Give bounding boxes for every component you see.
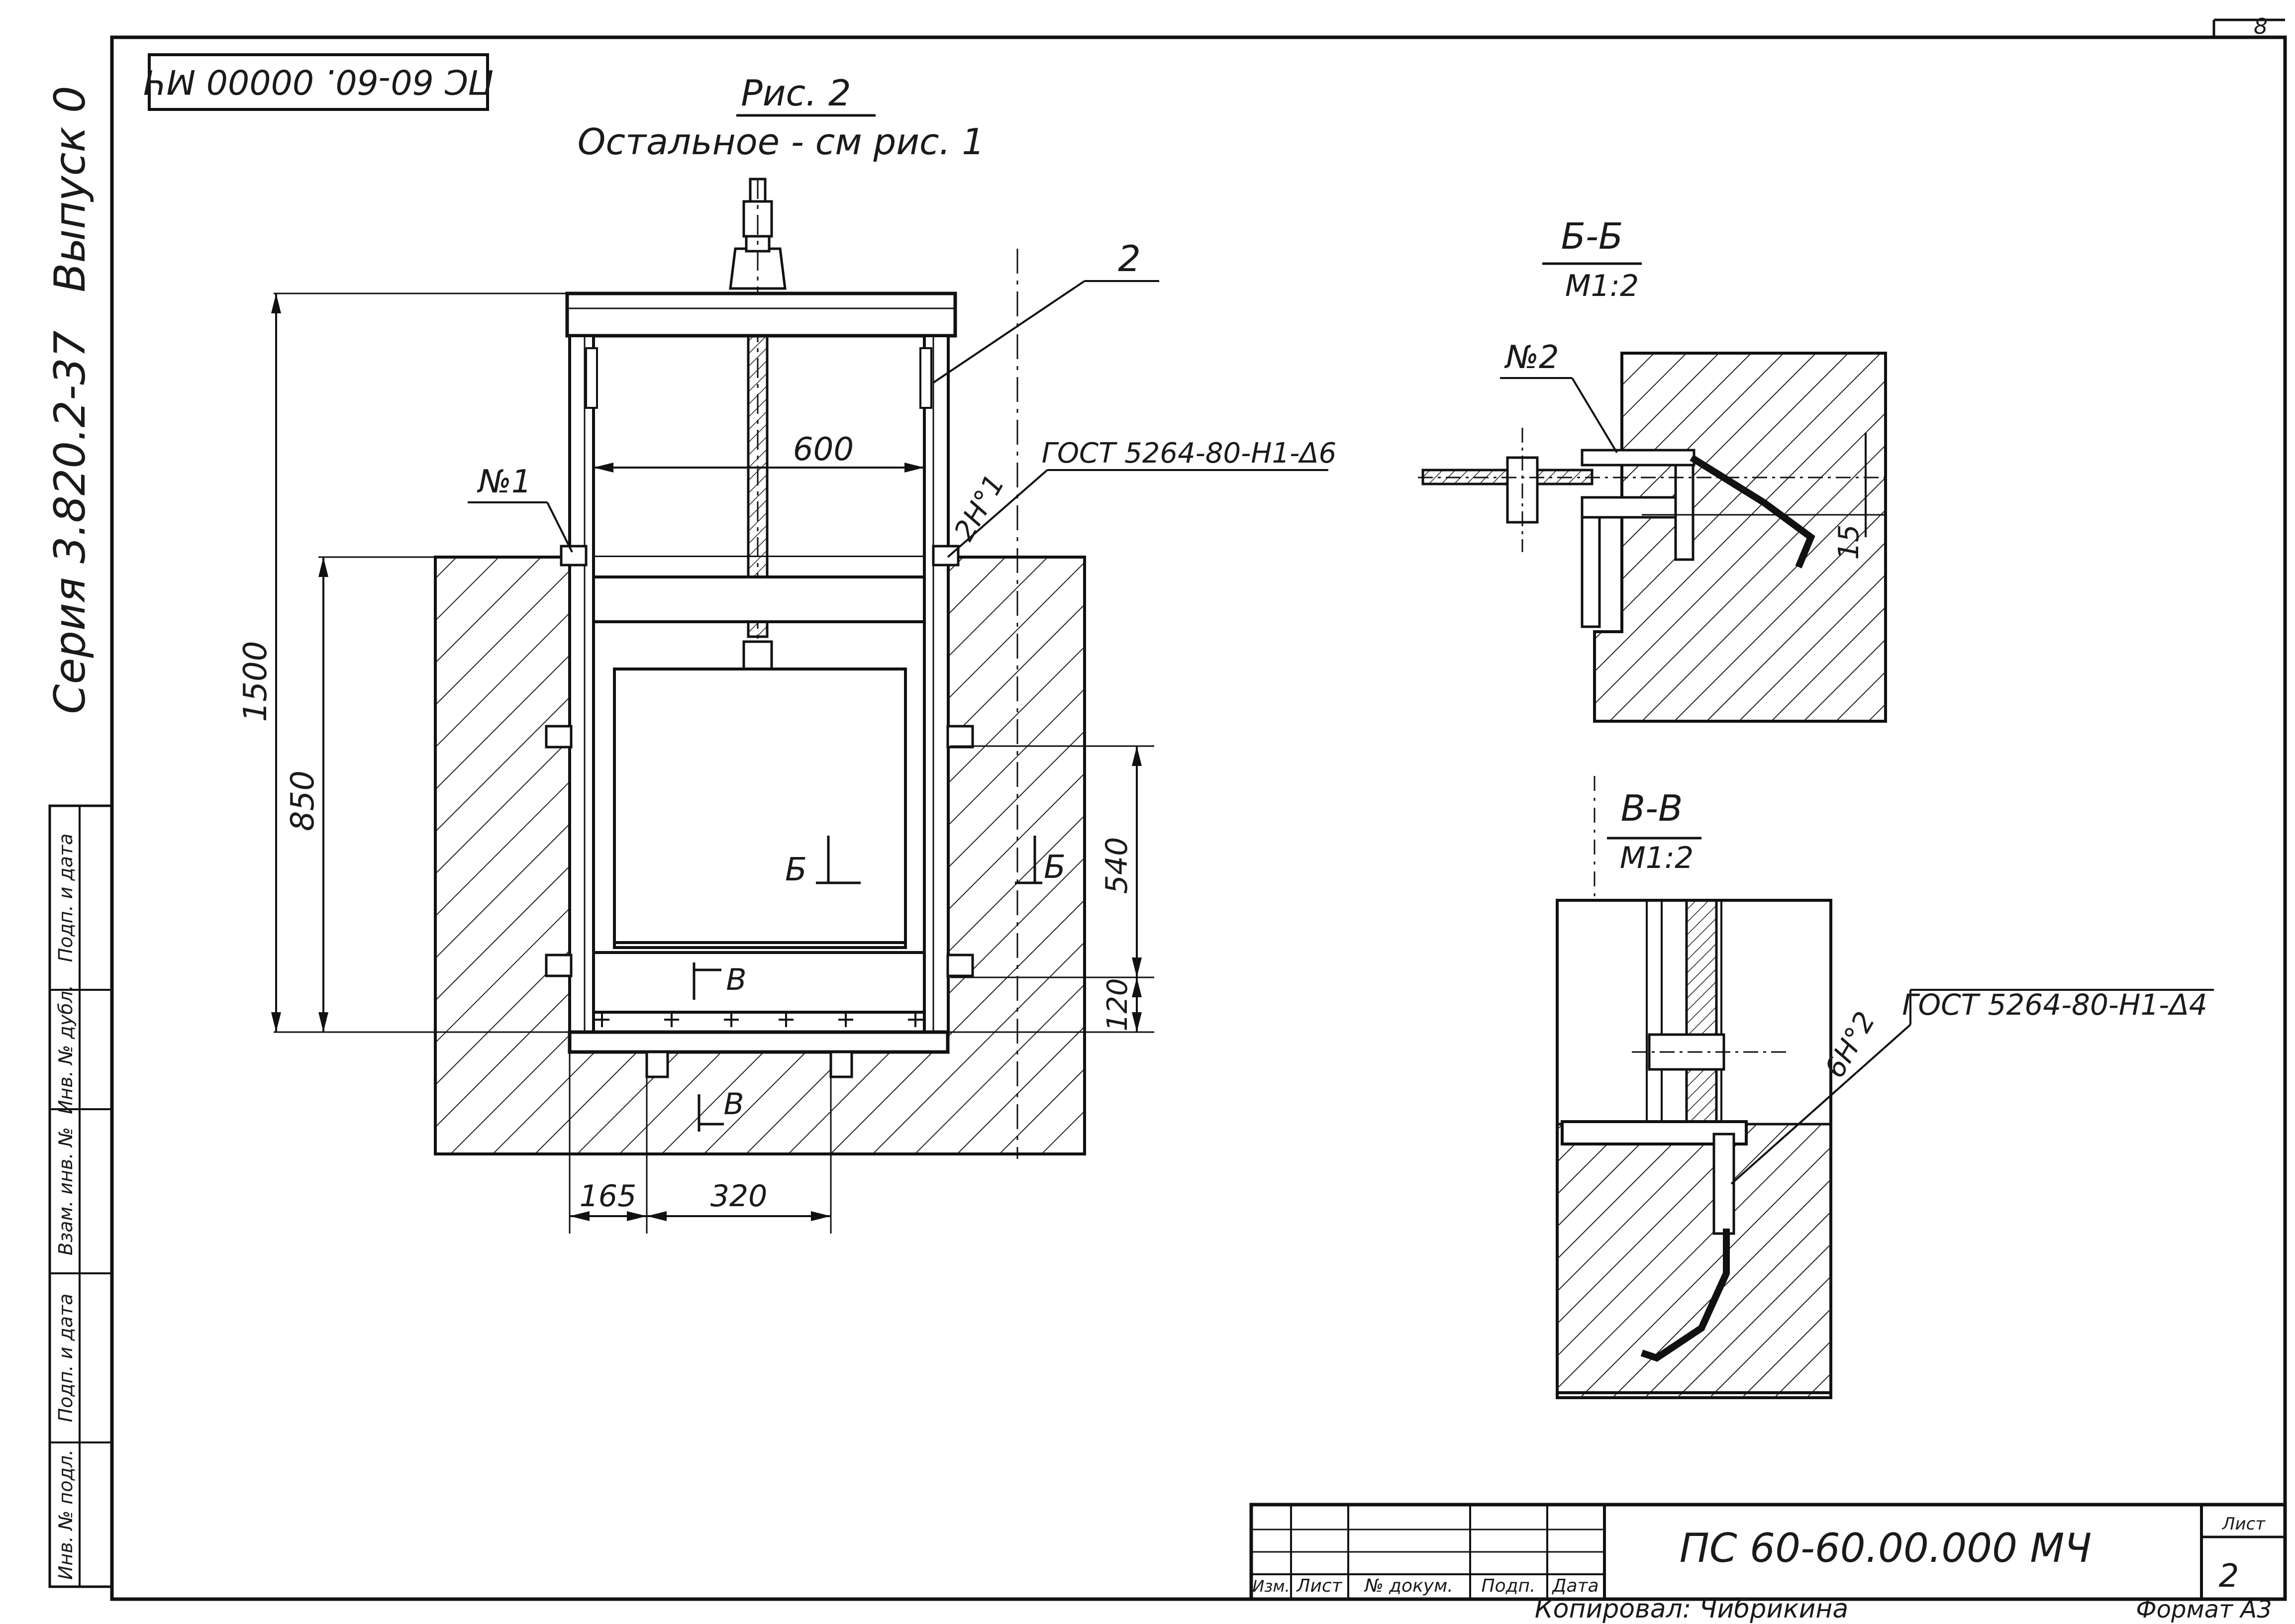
side-col-5: Подп. и дата bbox=[55, 834, 77, 962]
section-v-mark-top: В bbox=[726, 962, 746, 997]
tb-format: Формат А3 bbox=[2136, 1596, 2272, 1624]
side-col-1: Инв. № подл. bbox=[55, 1449, 77, 1580]
dim-1500: 1500 bbox=[237, 641, 274, 722]
tb-col-list: Лист bbox=[1296, 1576, 1342, 1596]
tb-col-izm: Изм. bbox=[1252, 1577, 1290, 1596]
section-v-mark-bottom: В bbox=[723, 1087, 744, 1122]
section-vv-title: В-В bbox=[1621, 787, 1683, 829]
weld-note-top: ГОСТ 5264-80-Н1-Δ6 bbox=[1042, 437, 1336, 470]
rotated-designation-box: ПС 60-60. 00000 МЧ bbox=[143, 53, 494, 111]
side-issue: Выпуск 0 bbox=[45, 86, 95, 292]
dim-600: 600 bbox=[793, 431, 854, 468]
dim-540: 540 bbox=[1099, 837, 1134, 894]
top-beam bbox=[565, 291, 957, 338]
dim-850: 850 bbox=[285, 770, 321, 831]
section-vv-weld-note: ГОСТ 5264-80-Н1-Δ4 bbox=[1902, 988, 2207, 1022]
corner-sheet-number: 8 bbox=[2254, 14, 2268, 39]
side-col-4: Инв. № дубл. bbox=[55, 985, 77, 1114]
label-2n1: 2Н°1 bbox=[948, 469, 1011, 546]
dim-15: 15 bbox=[1833, 524, 1865, 560]
section-vv-scale: М1:2 bbox=[1620, 841, 1694, 875]
figure-subtitle: Остальное - см рис. 1 bbox=[578, 121, 985, 163]
left-margin-strip: Выпуск 0 Серия 3.820.2-37 Инв. № подл. П… bbox=[45, 86, 113, 1588]
middle-beam bbox=[592, 575, 926, 623]
tb-designation: ПС 60-60.00.000 МЧ bbox=[1680, 1525, 2092, 1571]
title-block: Изм. Лист № докум. Подп. Дата ПС 60-60.0… bbox=[1249, 1503, 2287, 1624]
gate-leaf bbox=[613, 668, 907, 949]
side-series: Серия 3.820.2-37 bbox=[45, 330, 95, 714]
tb-col-podp: Подп. bbox=[1482, 1576, 1536, 1596]
tb-sheet-number: 2 bbox=[2219, 1558, 2239, 1595]
figure-title: Рис. 2 bbox=[741, 72, 851, 114]
section-b-mark-left: Б bbox=[785, 852, 807, 888]
dim-165: 165 bbox=[580, 1179, 637, 1214]
section-vv: В-В М1:2 6Н°2 ГОСТ 5264-80-Н1-Δ4 bbox=[1556, 776, 2214, 1399]
rotated-designation-text: ПС 60-60. 00000 МЧ bbox=[143, 62, 494, 101]
section-bb-scale: М1:2 bbox=[1565, 269, 1639, 303]
label-n2: №2 bbox=[1504, 339, 1559, 376]
dim-120: 120 bbox=[1101, 978, 1134, 1032]
tb-col-doc: № докум. bbox=[1364, 1576, 1453, 1596]
label-6n2: 6Н°2 bbox=[1818, 1006, 1882, 1083]
dim-320: 320 bbox=[710, 1179, 768, 1214]
bottom-beam bbox=[592, 951, 926, 1014]
tb-sheet-label: Лист bbox=[2221, 1514, 2266, 1534]
bolt-marks bbox=[595, 1012, 923, 1027]
section-b-mark-right: Б bbox=[1044, 849, 1066, 886]
leader-2-label: 2 bbox=[1118, 238, 1141, 280]
tb-copied-by: Копировал: Чибрикина bbox=[1535, 1594, 1849, 1624]
figure-2: Рис. 2 Остальное - см рис. 1 bbox=[237, 72, 1336, 1234]
side-col-3: Взам. инв. № bbox=[55, 1127, 77, 1255]
section-bb-title: Б-Б bbox=[1561, 215, 1623, 257]
tb-col-data: Дата bbox=[1551, 1576, 1598, 1596]
label-n1: №1 bbox=[477, 464, 531, 500]
sill bbox=[568, 1030, 950, 1054]
frame-posts bbox=[560, 334, 960, 1034]
section-bb: Б-Б М1:2 15 №2 bbox=[1418, 215, 1887, 723]
side-col-2: Подп. и дата bbox=[55, 1294, 77, 1423]
